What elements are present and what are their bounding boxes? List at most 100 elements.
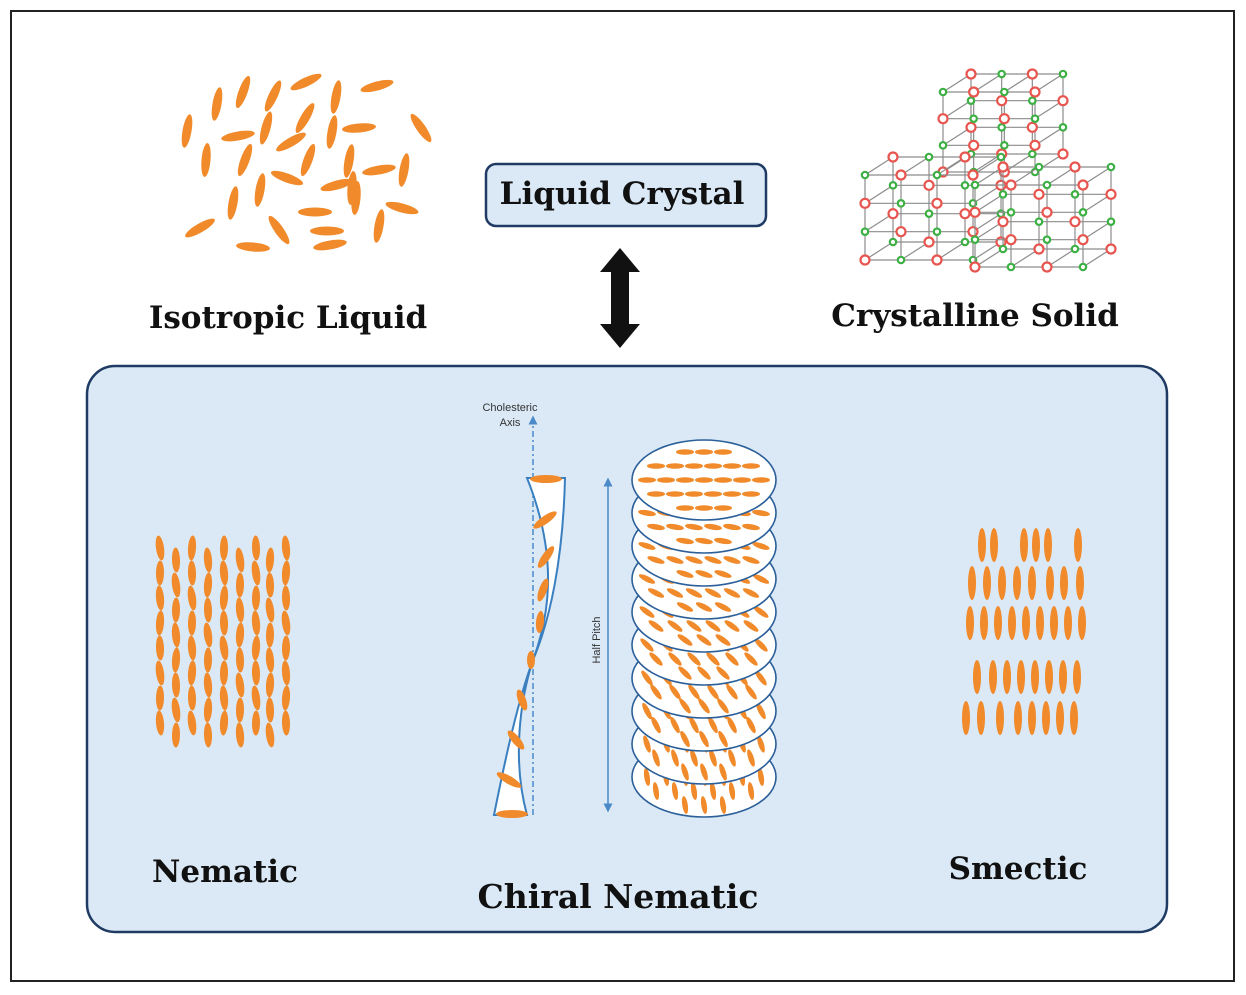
nematic-molecule [171, 597, 181, 623]
disc-molecule [676, 602, 694, 612]
lattice-atom [931, 254, 943, 266]
crystal-lattice [859, 68, 1117, 273]
lattice-atom [965, 68, 977, 80]
smectic-molecule [989, 660, 997, 694]
disc-molecule [695, 477, 713, 483]
smectic-molecule [1078, 606, 1086, 640]
nematic-molecule [235, 547, 245, 573]
nematic-molecule [219, 685, 229, 711]
disc-molecule [648, 620, 664, 632]
isotropic-molecule [326, 115, 338, 149]
disc-molecule [676, 570, 694, 578]
disc-molecule [747, 749, 755, 767]
disc-molecule [733, 477, 751, 483]
ribbon-molecule [533, 511, 557, 529]
lattice-atom [970, 180, 980, 190]
disc-molecule [700, 763, 708, 781]
disc-molecule [753, 606, 769, 618]
lattice-atom [938, 87, 948, 97]
ribbon-molecule [530, 475, 562, 483]
disc-molecule [695, 449, 713, 455]
smectic-molecule [1042, 701, 1050, 735]
isotropic-molecule [343, 144, 355, 178]
disc-molecule [647, 463, 665, 469]
isotropic-molecules [181, 73, 432, 252]
disc-molecule [727, 716, 737, 734]
disc-molecule [745, 684, 757, 700]
lattice-atom [1000, 87, 1009, 97]
disc-molecule [706, 652, 720, 666]
disc-molecule [754, 638, 768, 652]
disc-molecule [757, 735, 765, 753]
nematic-molecule [187, 610, 197, 636]
smectic-molecule [966, 606, 974, 640]
disc-molecule [742, 491, 760, 497]
ribbon-molecule [537, 546, 555, 568]
smectic-molecule [1014, 701, 1022, 735]
smectic-molecule [1008, 606, 1016, 640]
nematic-molecule [155, 660, 165, 686]
disc-molecule [714, 602, 732, 612]
nematic-molecule [155, 710, 165, 736]
nematic-molecule [203, 597, 213, 623]
nematic-molecule [187, 585, 197, 611]
lattice-atom [1105, 243, 1117, 255]
lattice-atom [1029, 86, 1041, 98]
disc-molecule [698, 698, 710, 714]
disc-molecule [742, 588, 760, 598]
lattice-atom [1042, 235, 1052, 244]
smectic-molecule [977, 701, 985, 735]
nematic-molecule [281, 710, 291, 736]
isotropic-molecule [221, 130, 255, 142]
disc-molecule [723, 523, 741, 531]
nematic-molecule [235, 672, 245, 698]
disc-molecule [676, 537, 694, 545]
smectic-molecule [1056, 701, 1064, 735]
ribbon-molecules [496, 475, 562, 818]
smectic-molecule [996, 701, 1004, 735]
nematic-molecule [155, 685, 165, 711]
disc-molecule [717, 698, 729, 714]
nematic-molecule [219, 635, 229, 661]
isotropic-molecule [270, 170, 304, 186]
phases-panel [85, 364, 1169, 934]
disc-molecule [667, 620, 683, 632]
liquid-crystal-label: Liquid Crystal [500, 176, 745, 212]
disc-molecule [697, 666, 711, 680]
disc-molecule [680, 730, 690, 748]
disc-molecule [704, 463, 722, 469]
disc-molecule [714, 505, 732, 511]
disc-molecule [752, 542, 770, 550]
nematic-molecule [235, 697, 245, 723]
nematic-molecule [235, 722, 245, 748]
disc-molecule [671, 782, 679, 800]
disc-molecule [647, 491, 665, 497]
lattice-atom [1070, 190, 1080, 199]
isotropic-molecule [237, 143, 253, 177]
lattice-atom [895, 226, 907, 238]
disc-molecule [650, 684, 662, 700]
nematic-molecule [265, 622, 275, 648]
lattice-atom [860, 170, 870, 180]
disc-molecule [704, 491, 722, 497]
smectic-molecule [1046, 566, 1054, 600]
ribbon-molecule [496, 772, 522, 788]
disc-molecule [755, 670, 767, 686]
lattice-atom [1077, 234, 1089, 246]
disc-molecule [647, 556, 665, 564]
nematic-molecules [155, 535, 291, 748]
disc-molecule [752, 574, 770, 584]
isotropic-molecule [236, 242, 270, 252]
nematic-molecule [187, 535, 197, 561]
lattice-atom [1006, 262, 1016, 272]
disc-molecule [678, 666, 692, 680]
isotropic-molecule [310, 226, 344, 236]
smectic-molecule [1045, 660, 1053, 694]
smectic-molecule [1073, 660, 1081, 694]
disc-molecule [688, 684, 700, 700]
disc-molecule [677, 634, 693, 646]
disc-molecule [689, 716, 699, 734]
lattice-atom [887, 151, 899, 163]
disc-molecule [686, 620, 702, 632]
